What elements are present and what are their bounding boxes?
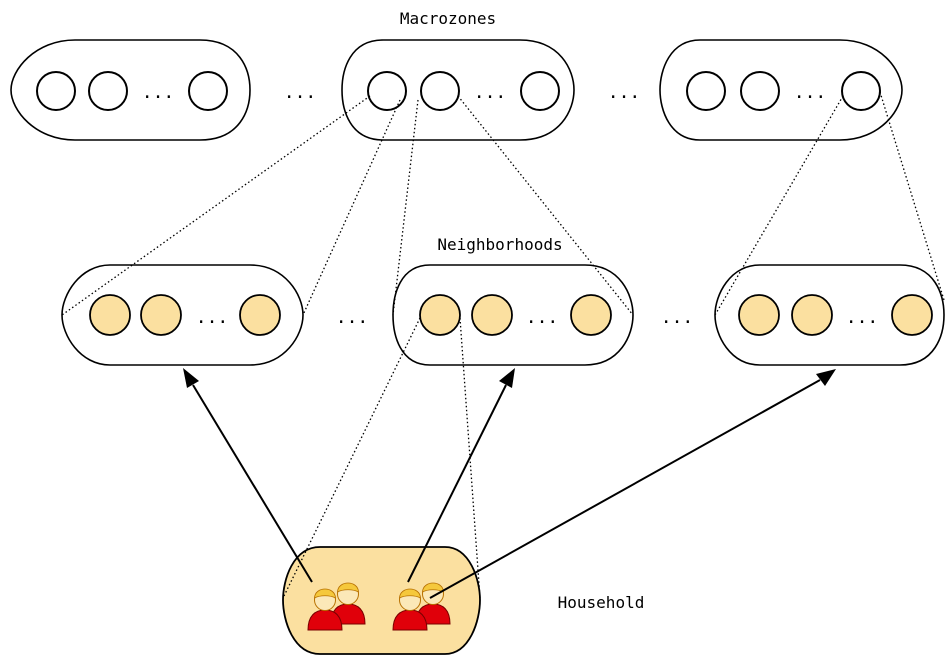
macrozone-3: ... [659,39,903,141]
macrozone-1: ... [10,39,251,141]
ellipsis: ... [196,307,229,328]
neighborhood-1: ... [61,264,304,366]
ellipsis: ... [284,82,317,103]
macrozones-label: Macrozones [400,9,496,28]
neighborhoods-label: Neighborhoods [437,235,562,254]
ellipsis: ... [794,82,827,103]
ellipsis: ... [608,82,641,103]
ellipsis: ... [661,307,694,328]
ellipsis: ... [474,82,507,103]
neighborhood-3: ... [714,264,945,366]
household-label: Household [558,593,645,612]
macrozone-2: ... [341,39,575,141]
household-zone [282,546,481,655]
ellipsis: ... [846,307,879,328]
ellipsis: ... [142,82,175,103]
ellipsis: ... [336,307,369,328]
household-arrows [183,368,836,599]
neighborhood-2: ... [392,264,634,366]
ellipsis: ... [526,307,559,328]
